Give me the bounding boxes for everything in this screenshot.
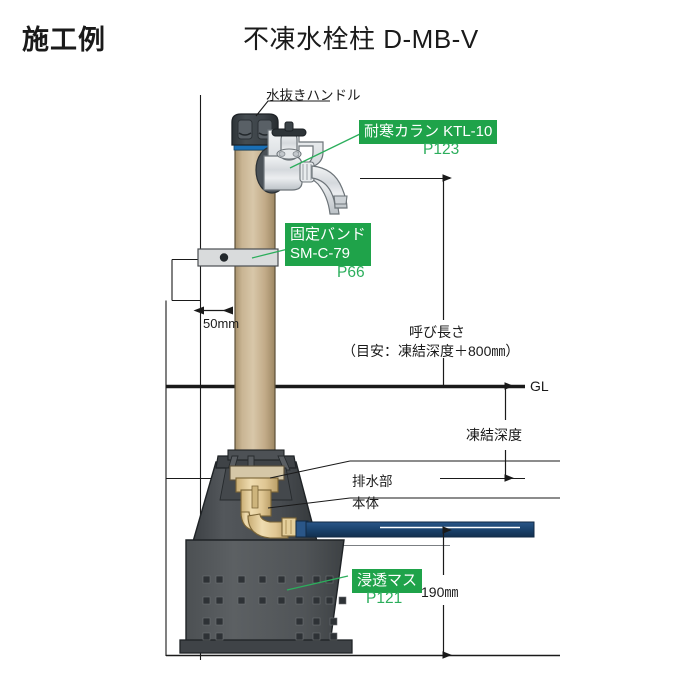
- dimension-frost-depth: [440, 382, 525, 482]
- badge-fixing-band-line1: 固定バンド: [290, 226, 366, 243]
- product-title: 不凍水栓柱 D-MB-V: [243, 24, 479, 54]
- callout-drain-handle: 水抜きハンドル: [266, 88, 361, 103]
- leader-lines: [255, 100, 560, 509]
- brass-drain-fitting: [235, 477, 297, 539]
- dimension-label-nominal-length: 呼び長さ: [409, 324, 465, 340]
- badge-fixing-band-line2: SM-C-79: [290, 245, 351, 262]
- page-code-ktl10[interactable]: P123: [423, 141, 460, 158]
- badge-infiltration-box[interactable]: 浸透マス: [352, 569, 423, 593]
- badge-cold-resistant-faucet[interactable]: 耐寒カラン KTL-10: [359, 120, 498, 144]
- callout-drain-port: 排水部: [352, 474, 393, 489]
- label-ground-level: GL: [530, 378, 549, 394]
- dimension-label-frost-depth: 凍結深度: [466, 427, 522, 443]
- cold-resistant-faucet: [255, 121, 348, 215]
- callout-main-body: 本体: [352, 496, 379, 511]
- page-title: 施工例: [22, 25, 106, 55]
- fixing-band: [197, 248, 279, 267]
- reference-lines: [165, 95, 560, 660]
- dimension-label-nominal-length-note: （目安：凍結深度＋800㎜）: [342, 343, 520, 359]
- discharge-pipe: [295, 520, 535, 538]
- infiltration-box: [179, 539, 353, 654]
- dimension-label-190mm: 190㎜: [421, 584, 459, 600]
- badge-fixing-band[interactable]: 固定バンド SM-C-79: [285, 223, 371, 266]
- page-code-smc79[interactable]: P66: [337, 264, 365, 281]
- page-code-p121[interactable]: P121: [366, 590, 403, 607]
- dimension-label-50mm: 50mm: [203, 316, 240, 331]
